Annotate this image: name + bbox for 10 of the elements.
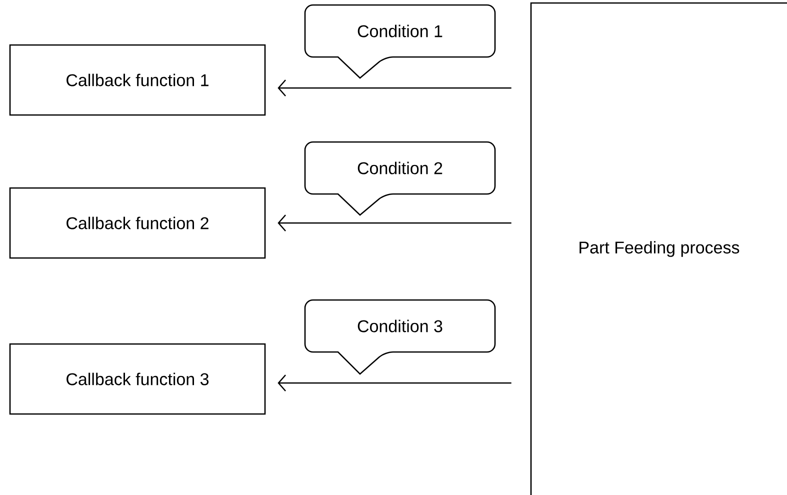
arrow	[278, 80, 512, 96]
arrow	[278, 374, 512, 392]
speech-bubble: Condition 2	[304, 141, 496, 216]
process-panel: Part Feeding process	[530, 2, 787, 495]
arrow	[278, 214, 512, 232]
process-box: Callback function 1	[9, 44, 266, 116]
process-box: Callback function 2	[9, 187, 266, 259]
process-box: Callback function 3	[9, 343, 266, 415]
speech-bubble: Condition 1	[304, 4, 496, 79]
speech-bubble: Condition 3	[304, 299, 496, 375]
